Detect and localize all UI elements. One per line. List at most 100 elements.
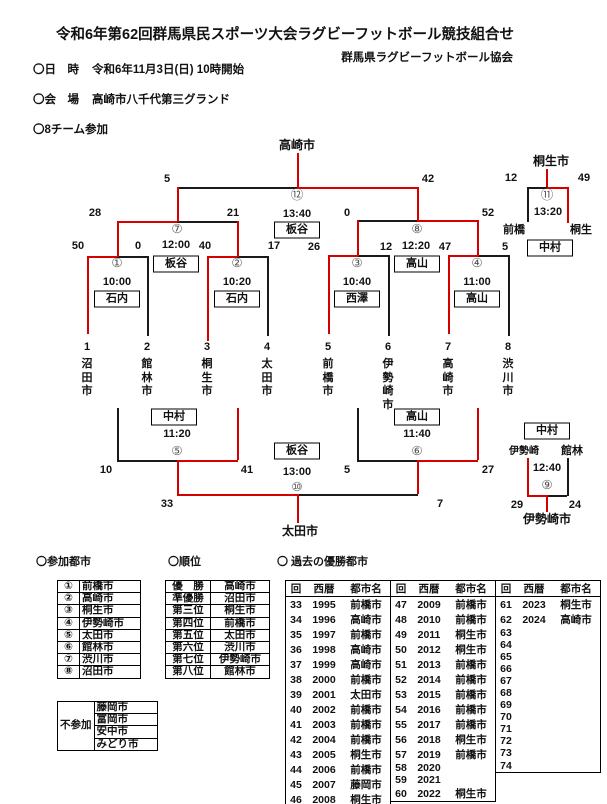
cell-no: ⑦: [57, 653, 80, 667]
match4-referee-box: 高山: [454, 290, 500, 308]
match5-score-left: 10: [99, 464, 113, 476]
header-year: 西暦: [411, 580, 447, 597]
cell-city: 太田市: [79, 628, 141, 642]
team-name: 太田市: [261, 358, 273, 397]
winner-path-line: [328, 255, 330, 334]
match8-referee-box: 高山: [394, 255, 440, 273]
cell-year: 2008: [312, 793, 336, 804]
cell-city: 前橋市: [350, 599, 382, 611]
cell-year: 2012: [417, 643, 441, 656]
match3-score-left: 26: [307, 241, 321, 253]
table-row: みどり市: [58, 737, 158, 751]
cell-no: ③: [57, 604, 80, 618]
match12-score-right: 42: [421, 173, 435, 185]
cell-no: 69: [500, 699, 512, 712]
cell-city: 前橋市: [350, 764, 382, 776]
cell-rank: 第四位: [165, 616, 211, 630]
match12-referee-box: 板谷: [274, 221, 320, 239]
match4-number: ④: [471, 256, 483, 270]
cell-no: 57: [395, 748, 407, 761]
table-row: 64: [496, 639, 601, 651]
table-row: 不参加 藤岡市: [57, 700, 158, 751]
champion-name: 高崎市: [278, 138, 316, 152]
table-row: 優 勝高崎市: [165, 579, 270, 594]
cell-city: 高崎市: [350, 614, 382, 626]
header-city: 都市名: [342, 580, 391, 597]
winner-path-line: [477, 220, 479, 256]
match9-team-left: 伊勢崎: [509, 446, 539, 457]
venue-label: 〇会 場: [33, 94, 79, 106]
team-number: 6: [384, 341, 392, 353]
match8-number: ⑧: [411, 222, 423, 236]
table-row: 第四位前橋市: [165, 616, 270, 630]
winner-path-line: [297, 494, 299, 523]
match10-score-right: 7: [436, 498, 444, 510]
table-row: 第五位太田市: [165, 628, 270, 642]
bracket-line: [547, 495, 567, 497]
team-number: 2: [143, 341, 151, 353]
cell-city: 前橋市: [350, 674, 382, 686]
cell-city: 桐生市: [210, 604, 270, 618]
match3-referee-box: 西澤: [334, 290, 380, 308]
match10-number: ⑩: [291, 480, 303, 494]
bracket-line: [117, 408, 119, 460]
winner-path-line: [547, 187, 568, 189]
match12-time: 13:40: [282, 208, 312, 220]
cell-city: 桐生市: [455, 644, 487, 656]
cell-city: [552, 723, 601, 735]
cell-year: 2002: [312, 703, 336, 716]
winner-path-line: [237, 408, 239, 460]
cell-no: 43: [290, 748, 302, 761]
bracket-line: [357, 408, 359, 460]
cell-city: 前橋市: [210, 616, 270, 630]
cell-city: 前橋市: [455, 704, 487, 716]
winner-path-line: [237, 221, 239, 257]
winner-path-line: [546, 169, 548, 187]
cell-city: [447, 762, 496, 774]
cell-no: 48: [395, 613, 407, 626]
cell-rank: 第三位: [165, 604, 211, 618]
winner-path-line: [527, 458, 529, 495]
cell-no: 62: [500, 613, 512, 626]
match9-time: 12:40: [532, 462, 562, 474]
cell-year: 2010: [417, 613, 441, 626]
bracket-line: [527, 187, 529, 222]
cell-rank: 第八位: [165, 665, 211, 679]
cell-year: [516, 651, 552, 663]
cell-no: 41: [290, 718, 302, 731]
cell-rank: 第六位: [165, 640, 211, 655]
cell-city: [552, 639, 601, 651]
winner-path-line: [477, 408, 479, 460]
header-year: 西暦: [516, 580, 552, 597]
match6-time: 11:40: [403, 428, 431, 440]
match8-score-right: 52: [481, 207, 495, 219]
cell-no: ①: [57, 579, 80, 594]
bracket-line: [177, 221, 237, 223]
cell-year: 2024: [522, 613, 546, 626]
cell-no: 66: [500, 663, 512, 676]
cell-city: [552, 747, 601, 759]
bracket-line: [297, 494, 418, 496]
cell-year: 1995: [312, 598, 336, 611]
cell-city: [552, 735, 601, 747]
cell-no: ②: [57, 592, 80, 606]
match9-number: ⑨: [541, 478, 553, 492]
cell-city: 前橋市: [455, 659, 487, 671]
match11-team-right: 桐生: [570, 224, 592, 236]
cell-city: [552, 675, 601, 687]
match3-time: 10:40: [342, 276, 372, 288]
cell-no: 51: [395, 658, 407, 671]
cell-year: 2007: [312, 778, 336, 791]
